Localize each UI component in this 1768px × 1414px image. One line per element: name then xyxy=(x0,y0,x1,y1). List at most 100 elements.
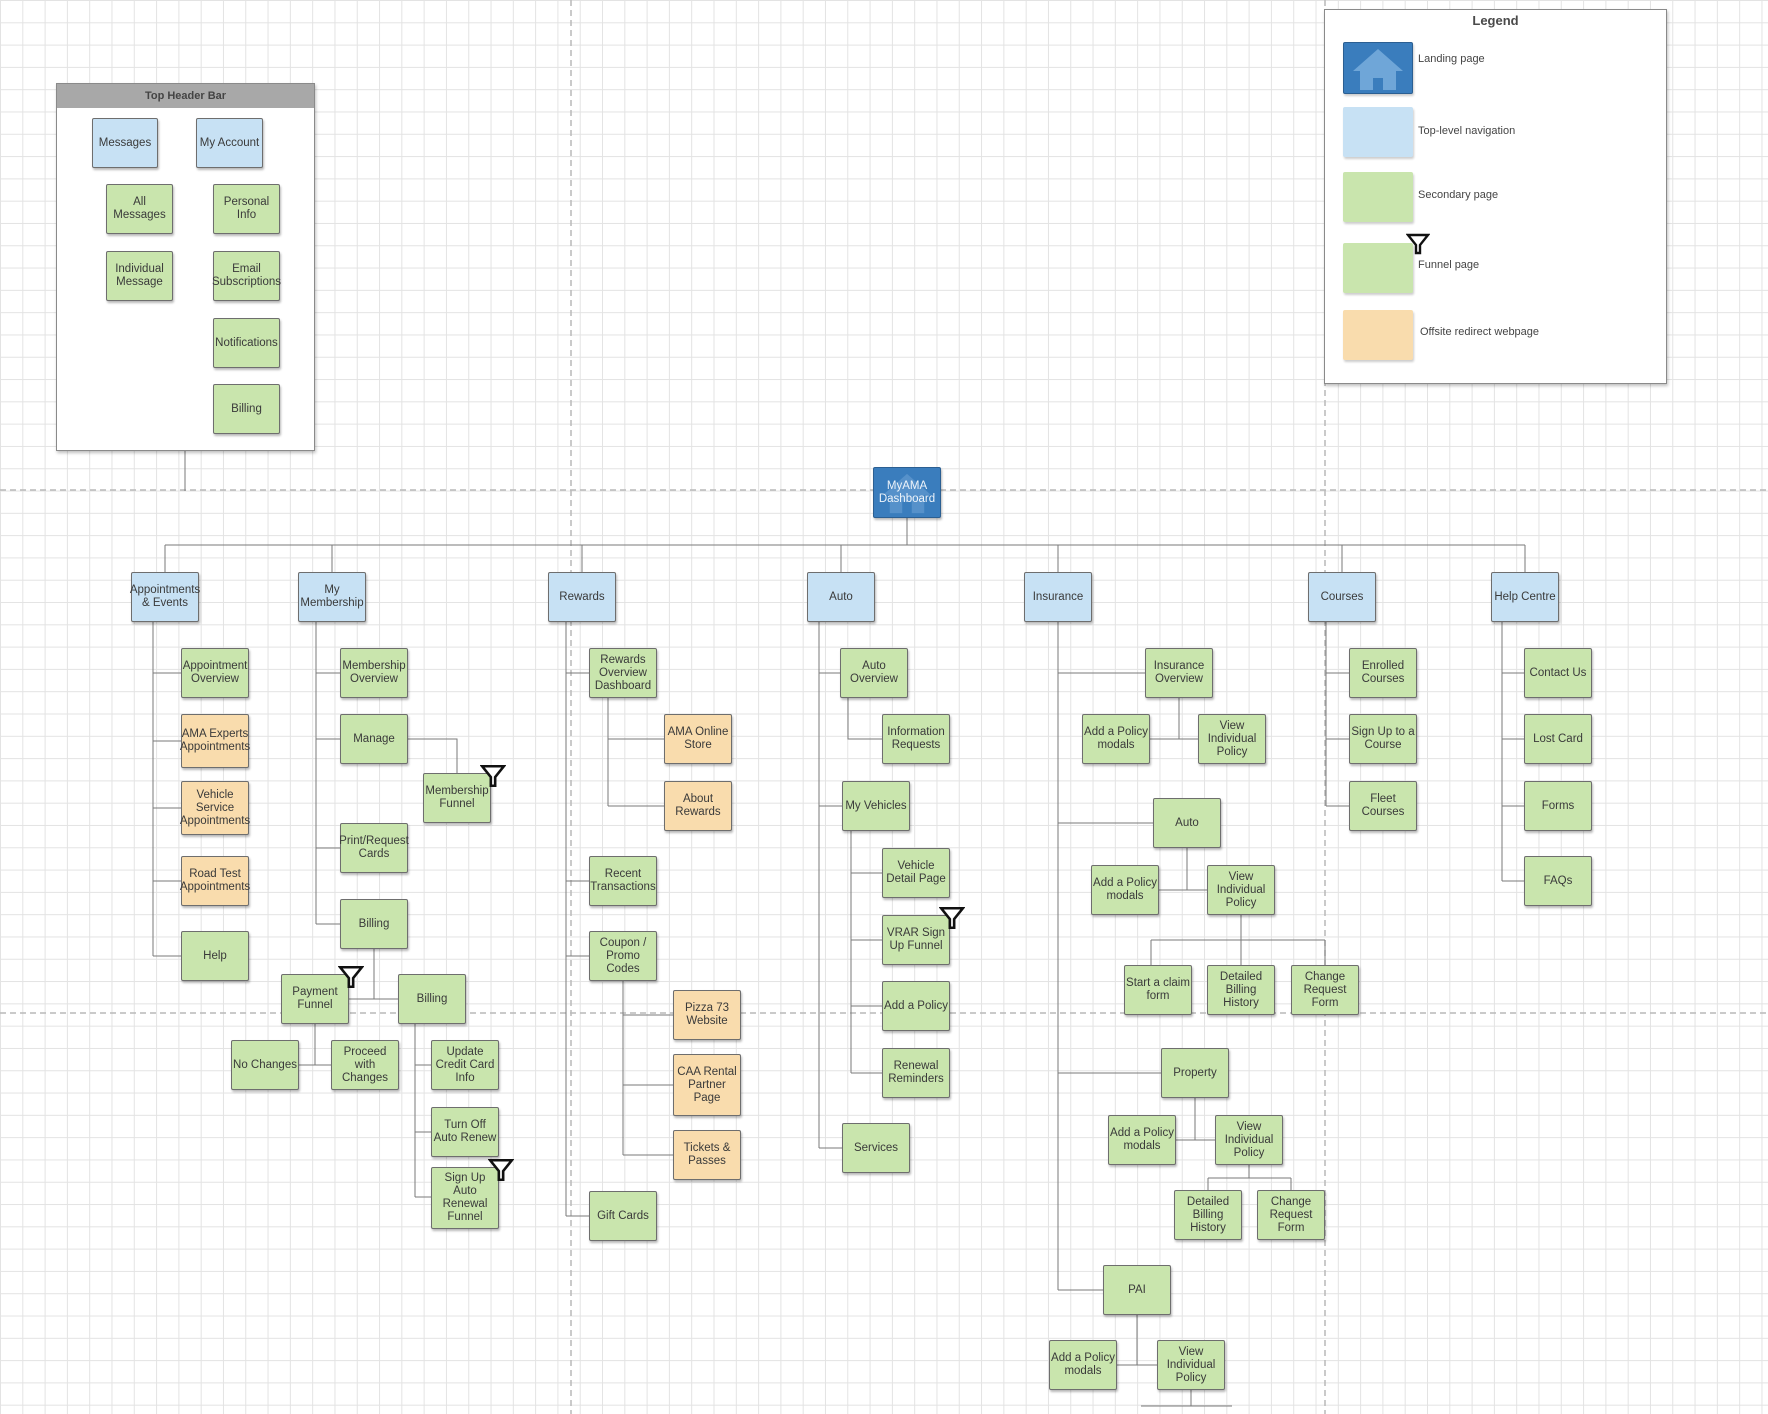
node-vehicle-service-appointments[interactable]: Vehicle Service Appointments xyxy=(179,781,251,835)
node-my-account[interactable]: My Account xyxy=(196,118,263,168)
node-label: Add a Policy modals xyxy=(1051,1352,1115,1377)
node-courses[interactable]: Courses xyxy=(1308,572,1376,622)
node-billing-account[interactable]: Billing xyxy=(213,384,280,434)
node-change-request-form-1[interactable]: Change Request Form xyxy=(1291,965,1359,1015)
node-change-request-form-2[interactable]: Change Request Form xyxy=(1257,1190,1325,1240)
node-recent-transactions[interactable]: Recent Transactions xyxy=(589,856,657,906)
node-label: View Individual Policy xyxy=(1166,1345,1216,1384)
node-label: Sign Up Auto Renewal Funnel xyxy=(442,1172,488,1223)
node-print-request-cards[interactable]: Print/Request Cards xyxy=(339,823,409,873)
node-label: Gift Cards xyxy=(597,1209,649,1222)
node-notifications[interactable]: Notifications xyxy=(213,318,280,368)
node-forms[interactable]: Forms xyxy=(1524,781,1592,831)
node-label: Appointments & Events xyxy=(129,584,201,609)
node-proceed-with-changes[interactable]: Proceed with Changes xyxy=(331,1040,399,1090)
node-contact-us[interactable]: Contact Us xyxy=(1524,648,1592,698)
node-sign-up-course[interactable]: Sign Up to a Course xyxy=(1349,714,1417,764)
node-caa-rental-partner[interactable]: CAA Rental Partner Page xyxy=(673,1054,741,1116)
node-ins-auto[interactable]: Auto xyxy=(1153,798,1221,848)
node-messages[interactable]: Messages xyxy=(92,118,158,168)
node-ama-experts-appointments[interactable]: AMA Experts Appointments xyxy=(180,714,250,768)
node-my-membership[interactable]: My Membership xyxy=(298,572,366,622)
node-renewal-reminders[interactable]: Renewal Reminders xyxy=(882,1048,950,1098)
node-add-policy-modals-1[interactable]: Add a Policy modals xyxy=(1082,714,1150,764)
node-membership-funnel[interactable]: Membership Funnel xyxy=(423,773,491,823)
node-insurance-overview[interactable]: Insurance Overview xyxy=(1145,648,1213,698)
house-icon xyxy=(1353,49,1403,90)
node-payment-funnel[interactable]: Payment Funnel xyxy=(281,974,349,1024)
node-label: Lost Card xyxy=(1533,732,1583,745)
node-add-a-policy-auto[interactable]: Add a Policy xyxy=(882,981,950,1031)
legend-label-funnel: Funnel page xyxy=(1418,259,1480,271)
node-fleet-courses[interactable]: Fleet Courses xyxy=(1349,781,1417,831)
node-no-changes[interactable]: No Changes xyxy=(231,1040,299,1090)
node-add-policy-modals-4[interactable]: Add a Policy modals xyxy=(1049,1340,1117,1390)
node-email-subscriptions[interactable]: Email Subscriptions xyxy=(212,251,281,301)
node-sign-up-auto-renewal[interactable]: Sign Up Auto Renewal Funnel xyxy=(431,1167,499,1229)
node-label: CAA Rental Partner Page xyxy=(677,1065,737,1104)
node-enrolled-courses[interactable]: Enrolled Courses xyxy=(1349,648,1417,698)
legend-swatch-top-nav xyxy=(1343,107,1413,157)
node-coupon-promo-codes[interactable]: Coupon / Promo Codes xyxy=(589,931,657,981)
node-gift-cards[interactable]: Gift Cards xyxy=(589,1191,657,1241)
node-billing-membership[interactable]: Billing xyxy=(340,899,408,949)
node-auto[interactable]: Auto xyxy=(807,572,875,622)
node-add-policy-modals-2[interactable]: Add a Policy modals xyxy=(1091,865,1159,915)
node-label: Billing xyxy=(358,917,390,930)
node-individual-message[interactable]: Individual Message xyxy=(106,251,173,301)
connector-line xyxy=(847,698,882,740)
node-view-individual-policy-1[interactable]: View Individual Policy xyxy=(1198,714,1266,764)
node-view-individual-policy-3[interactable]: View Individual Policy xyxy=(1215,1115,1283,1165)
node-appointment-overview[interactable]: Appointment Overview xyxy=(181,648,249,698)
node-start-claim-form[interactable]: Start a claim form xyxy=(1124,965,1192,1015)
node-help[interactable]: Help xyxy=(181,931,249,981)
node-membership-overview[interactable]: Membership Overview xyxy=(340,648,408,698)
node-auto-overview[interactable]: Auto Overview xyxy=(840,648,908,698)
node-information-requests[interactable]: Information Requests xyxy=(882,714,950,764)
node-label: Vehicle Service Appointments xyxy=(179,788,251,827)
node-pai[interactable]: PAI xyxy=(1103,1265,1171,1315)
node-road-test-appointments[interactable]: Road Test Appointments xyxy=(180,856,250,906)
connector-line xyxy=(408,738,458,773)
legend-title: Legend xyxy=(1472,13,1519,28)
node-billing-sub[interactable]: Billing xyxy=(398,974,466,1024)
node-update-credit-card[interactable]: Update Credit Card Info xyxy=(431,1040,499,1090)
node-faqs[interactable]: FAQs xyxy=(1524,856,1592,906)
node-view-individual-policy-4[interactable]: View Individual Policy xyxy=(1157,1340,1225,1390)
node-appointments-events[interactable]: Appointments & Events xyxy=(129,572,201,622)
node-label: Proceed with Changes xyxy=(341,1045,389,1084)
node-lost-card[interactable]: Lost Card xyxy=(1524,714,1592,764)
legend-swatch-funnel xyxy=(1343,243,1413,293)
node-tickets-passes[interactable]: Tickets & Passes xyxy=(673,1130,741,1180)
node-manage[interactable]: Manage xyxy=(340,714,408,764)
node-detailed-billing-history-1[interactable]: Detailed Billing History xyxy=(1207,965,1275,1015)
node-personal-info[interactable]: Personal Info xyxy=(213,184,280,234)
node-ama-online-store[interactable]: AMA Online Store xyxy=(664,714,732,764)
node-vrar-sign-up-funnel[interactable]: VRAR Sign Up Funnel xyxy=(882,915,950,965)
node-add-policy-modals-3[interactable]: Add a Policy modals xyxy=(1108,1115,1176,1165)
node-label: Billing xyxy=(231,402,262,415)
node-insurance[interactable]: Insurance xyxy=(1024,572,1092,622)
node-label: View Individual Policy xyxy=(1224,1120,1274,1159)
top-header-bar-title: Top Header Bar xyxy=(57,84,314,108)
node-label: Change Request Form xyxy=(1303,970,1347,1009)
node-detailed-billing-history-2[interactable]: Detailed Billing History xyxy=(1174,1190,1242,1240)
node-about-rewards[interactable]: About Rewards xyxy=(664,781,732,831)
node-vehicle-detail-page[interactable]: Vehicle Detail Page xyxy=(882,848,950,898)
node-rewards[interactable]: Rewards xyxy=(548,572,616,622)
node-my-vehicles[interactable]: My Vehicles xyxy=(842,781,910,831)
node-help-centre[interactable]: Help Centre xyxy=(1491,572,1559,622)
node-pizza-73-website[interactable]: Pizza 73 Website xyxy=(673,990,741,1040)
node-all-messages[interactable]: All Messages xyxy=(106,184,173,234)
node-label: Renewal Reminders xyxy=(888,1060,944,1085)
node-label: Add a Policy modals xyxy=(1110,1127,1174,1152)
node-property[interactable]: Property xyxy=(1161,1048,1229,1098)
node-services[interactable]: Services xyxy=(842,1123,910,1173)
node-rewards-overview-dashboard[interactable]: Rewards Overview Dashboard xyxy=(589,648,657,698)
node-label: View Individual Policy xyxy=(1207,719,1257,758)
node-dashboard[interactable]: MyAMA Dashboard xyxy=(873,467,941,518)
node-turn-off-auto-renew[interactable]: Turn Off Auto Renew xyxy=(431,1107,499,1157)
node-view-individual-policy-2[interactable]: View Individual Policy xyxy=(1207,865,1275,915)
node-label: Messages xyxy=(98,136,152,149)
